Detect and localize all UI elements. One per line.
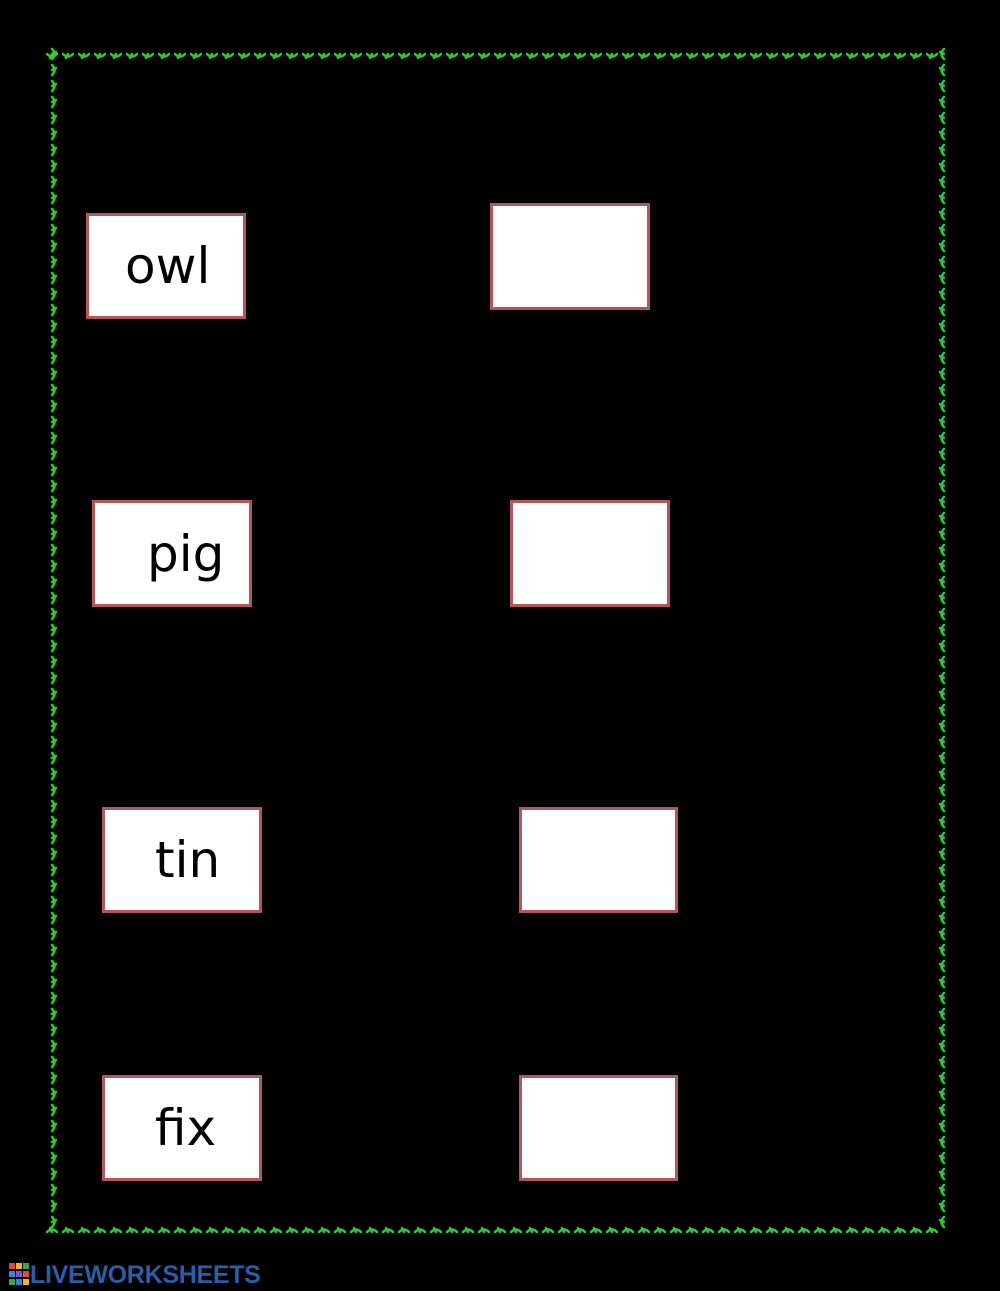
word-label: fix — [155, 1099, 217, 1157]
word-card-pig: pig — [92, 500, 252, 607]
answer-box-3[interactable] — [519, 807, 678, 913]
vine-border-decoration — [45, 47, 946, 1234]
word-card-tin: tin — [102, 807, 262, 913]
answer-box-4[interactable] — [519, 1075, 678, 1181]
word-label: pig — [147, 524, 225, 583]
word-card-owl: owl — [86, 213, 246, 319]
worksheet: owl pig tin fix — [45, 47, 946, 1234]
liveworksheets-logo-icon — [9, 1263, 29, 1285]
word-card-fix: fix — [102, 1075, 262, 1181]
word-label: tin — [155, 831, 221, 889]
brand-name: LIVEWORKSHEETS — [30, 1261, 261, 1289]
answer-box-1[interactable] — [490, 203, 650, 310]
answer-box-2[interactable] — [510, 500, 670, 607]
word-label: owl — [125, 237, 211, 295]
footer: LIVEWORKSHEETS — [0, 1260, 1000, 1291]
